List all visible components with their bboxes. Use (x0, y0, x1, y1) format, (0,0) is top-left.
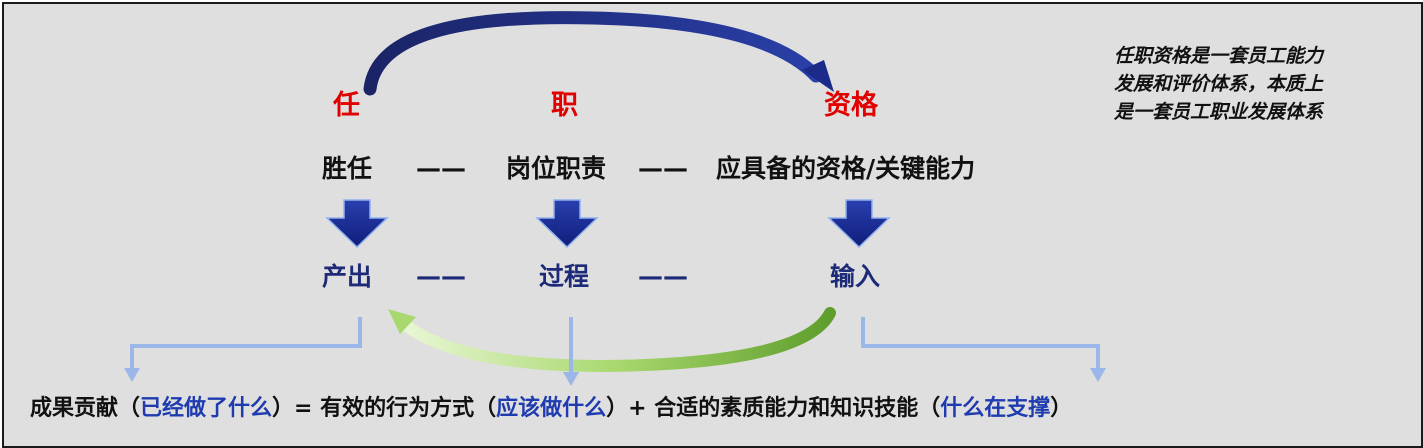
label-guocheng: 过程 (539, 262, 590, 291)
formula: 成果贡献（已经做了什么）= 有效的行为方式（应该做什么）+ 合适的素质能力和知识… (30, 398, 1072, 420)
down-arrow-2 (535, 199, 599, 249)
note-line-1: 任职资格是一套员工能力 (1114, 45, 1324, 67)
connector-right-head (1090, 368, 1106, 382)
formula-part-7: ） (1050, 396, 1073, 421)
label-ren: 任 (333, 90, 360, 121)
label-yingjubei: 应具备的资格/关键能力 (716, 154, 976, 183)
connector-middle-head (563, 372, 579, 386)
row2-dash-1: —— (416, 262, 466, 291)
label-chanchu: 产出 (322, 262, 373, 291)
down-arrow-3 (827, 199, 891, 249)
diagram-graphics (124, 11, 1106, 386)
definition-note: 任职资格是一套员工能力 发展和评价体系，本质上 是一套员工职业发展体系 (1114, 42, 1323, 126)
formula-part-2: 已经做了什么 (140, 396, 273, 421)
formula-part-5: ）+ 合适的素质能力和知识技能（ (606, 396, 941, 421)
formula-part-3: ）= 有效的行为方式（ (272, 396, 497, 421)
row2-dash-2: —— (638, 262, 688, 291)
label-zige: 资格 (824, 90, 878, 121)
formula-part-6: 什么在支撑 (940, 396, 1051, 421)
down-arrow-1 (325, 199, 389, 249)
label-shuru: 输入 (830, 262, 881, 291)
row1-dash-2: —— (638, 154, 688, 183)
note-line-3: 是一套员工职业发展体系 (1114, 101, 1324, 123)
green-curved-arrowhead (388, 309, 416, 334)
formula-part-4: 应该做什么 (496, 396, 607, 421)
connector-left-head (124, 368, 140, 382)
green-curved-arrow (396, 307, 836, 373)
formula-part-1: 成果贡献（ (30, 396, 141, 421)
label-shengren: 胜任 (322, 154, 373, 183)
connector-left (130, 317, 362, 370)
top-curved-arrow (363, 11, 823, 96)
top-curved-arrowhead (802, 60, 834, 92)
label-gangwei-zhize: 岗位职责 (506, 154, 607, 183)
connector-right (861, 317, 1100, 370)
row1-dash-1: —— (416, 154, 466, 183)
label-zhi: 职 (551, 90, 578, 121)
note-line-2: 发展和评价体系，本质上 (1114, 73, 1324, 95)
